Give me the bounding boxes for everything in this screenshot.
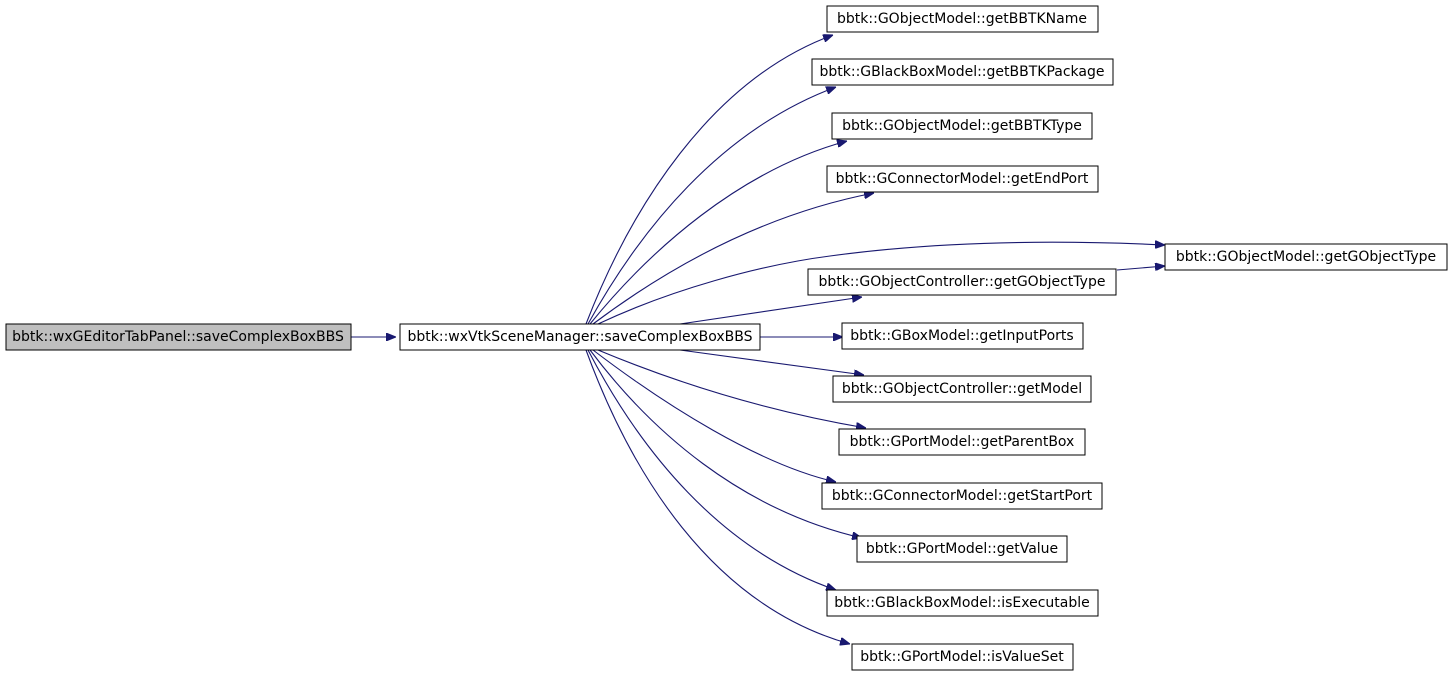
node-label: bbtk::GPortModel::getValue <box>866 541 1058 557</box>
node-box <box>826 589 1099 617</box>
edge-mgr-to-getendport <box>592 193 874 325</box>
node-label: bbtk::GObjectModel::getBBTKName <box>837 11 1087 27</box>
node-gobjectcontroller-getmodel[interactable]: bbtk::GObjectController::getModel <box>832 375 1092 403</box>
node-gblackboxmodel-isexecutable[interactable]: bbtk::GBlackBoxModel::isExecutable <box>826 589 1099 617</box>
node-gportmodel-getvalue[interactable]: bbtk::GPortModel::getValue <box>856 535 1068 563</box>
node-box <box>841 322 1084 350</box>
node-box <box>811 58 1114 86</box>
node-wxvtkscenemanager-savecomplexboxbbs[interactable]: bbtk::wxVtkSceneManager::saveComplexBoxB… <box>399 323 761 351</box>
node-gobjectmodel-getbbtkname[interactable]: bbtk::GObjectModel::getBBTKName <box>826 5 1099 33</box>
node-label: bbtk::GObjectController::getModel <box>842 381 1082 397</box>
node-gobjectmodel-getgobjecttype[interactable]: bbtk::GObjectModel::getGObjectType <box>1164 243 1448 271</box>
node-box <box>856 535 1068 563</box>
node-label: bbtk::wxGEditorTabPanel::saveComplexBoxB… <box>12 329 344 345</box>
node-box <box>831 112 1093 140</box>
node-gboxmodel-getinputports[interactable]: bbtk::GBoxModel::getInputPorts <box>841 322 1084 350</box>
node-label: bbtk::GObjectController::getGObjectType <box>819 274 1106 290</box>
node-gblackboxmodel-getbbtkpackage[interactable]: bbtk::GBlackBoxModel::getBBTKPackage <box>811 58 1114 86</box>
edge-mgr-to-getvalue <box>589 349 862 538</box>
node-gportmodel-getparentbox[interactable]: bbtk::GPortModel::getParentBox <box>838 428 1086 456</box>
edge-mgr-to-getgobjecttype-controller <box>679 297 862 325</box>
node-label: bbtk::GObjectModel::getGObjectType <box>1176 249 1436 265</box>
nodes-group: bbtk::wxGEditorTabPanel::saveComplexBoxB… <box>5 5 1448 671</box>
node-box <box>1164 243 1448 271</box>
node-label: bbtk::GObjectModel::getBBTKType <box>842 118 1082 134</box>
node-box <box>838 428 1086 456</box>
node-label: bbtk::GBoxModel::getInputPorts <box>850 328 1073 344</box>
node-label: bbtk::GPortModel::getParentBox <box>850 434 1075 450</box>
node-label: bbtk::GPortModel::isValueSet <box>860 649 1064 665</box>
node-box <box>399 323 761 351</box>
edge-mgr-to-getmodel <box>679 349 864 375</box>
edge-mgr-to-getstartport <box>592 349 836 482</box>
edge-mgr-to-getgobjecttype-model <box>597 242 1165 325</box>
node-gportmodel-isvalueset[interactable]: bbtk::GPortModel::isValueSet <box>851 643 1074 671</box>
node-label: bbtk::wxVtkSceneManager::saveComplexBoxB… <box>407 329 752 345</box>
node-gobjectcontroller-getgobjecttype[interactable]: bbtk::GObjectController::getGObjectType <box>807 268 1117 296</box>
edge-mgr-to-isvalueset <box>585 349 850 644</box>
edge-mgr-to-getparentbox <box>597 349 866 428</box>
edge-mgr-to-isexecutable <box>587 349 836 590</box>
node-box <box>5 323 352 351</box>
node-gobjectmodel-getbbtktype[interactable]: bbtk::GObjectModel::getBBTKType <box>831 112 1093 140</box>
edge-mgr-to-getbbtktype <box>589 141 847 325</box>
edge-mgr-to-getbbtkpackage <box>587 87 836 325</box>
edge-getgobjecttype-controller-to-model <box>1116 266 1165 270</box>
node-box <box>832 375 1092 403</box>
edges-group <box>351 35 1165 644</box>
node-box <box>851 643 1074 671</box>
node-label: bbtk::GConnectorModel::getEndPort <box>836 171 1089 187</box>
node-box <box>807 268 1117 296</box>
node-label: bbtk::GBlackBoxModel::getBBTKPackage <box>820 64 1105 80</box>
node-box <box>826 165 1099 193</box>
node-label: bbtk::GBlackBoxModel::isExecutable <box>834 595 1090 611</box>
node-box <box>821 482 1103 510</box>
node-wxgeditortabpanel-savecomplexboxbbs[interactable]: bbtk::wxGEditorTabPanel::saveComplexBoxB… <box>5 323 352 351</box>
node-gconnectormodel-getstartport[interactable]: bbtk::GConnectorModel::getStartPort <box>821 482 1103 510</box>
node-label: bbtk::GConnectorModel::getStartPort <box>832 488 1093 504</box>
node-box <box>826 5 1099 33</box>
edge-mgr-to-getbbtkname <box>585 35 833 325</box>
node-gconnectormodel-getendport[interactable]: bbtk::GConnectorModel::getEndPort <box>826 165 1099 193</box>
